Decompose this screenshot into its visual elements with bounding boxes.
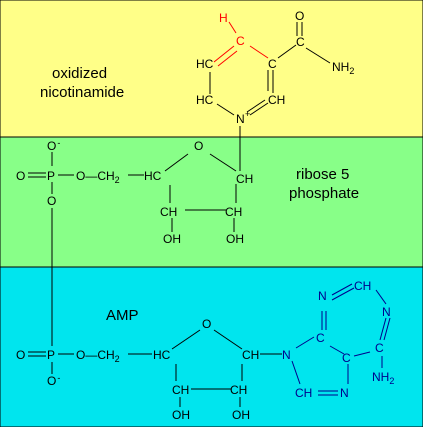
adenine-n9: N (282, 348, 291, 362)
p2-ester-ch2: O—CH2 (76, 348, 120, 364)
ribose2-c4: HC (153, 348, 171, 362)
atom-c-ring-right: C (268, 57, 277, 71)
p1-phosphorus: P (47, 169, 55, 183)
nicotinamide-band (0, 0, 423, 138)
nicotinamide-label-line2: nicotinamide (40, 84, 124, 101)
nicotinamide-ring: H C C HC HC CH N + O C NH2 (196, 9, 354, 126)
ribose1-c4: HC (144, 169, 162, 183)
ribose1-oh-3: OH (163, 232, 181, 246)
ribose-2: O HC CH CH CH OH OH (153, 317, 282, 422)
adenine-c-center: C (342, 351, 351, 365)
ribose2-oh-3: OH (172, 408, 190, 422)
adenine-ch-bottom: CH (295, 386, 312, 400)
ribose1-oh-2: OH (226, 232, 244, 246)
p1-bridge-o: O (47, 194, 56, 208)
p2-phosphorus: P (47, 348, 55, 362)
adenine-n-top: N (318, 289, 327, 303)
phosphate-2: O P O—CH2 O- (16, 348, 152, 388)
atom-c-red: C (236, 34, 245, 48)
adenine-ch-top: CH (354, 279, 371, 293)
ribose2-c1: CH (242, 348, 259, 362)
atom-nh2-amide: NH2 (332, 60, 354, 76)
p1-o-minus: O- (47, 138, 60, 153)
atom-hc-ring-top-left: HC (196, 57, 214, 71)
adenine-c-left: C (316, 331, 325, 345)
ribose2-c3: CH (172, 383, 189, 397)
atom-o-carbonyl: O (295, 9, 304, 23)
p2-o-double: O (16, 348, 25, 362)
amp-label: AMP (106, 307, 139, 324)
ribose-label-line1: ribose 5 (296, 166, 349, 183)
adenine-n-right: N (382, 305, 391, 319)
adenine-nh2: NH2 (372, 370, 394, 386)
ribose1-c3: CH (160, 205, 177, 219)
atom-n-ring: N (236, 112, 245, 126)
adenine-n-bottom: N (340, 386, 349, 400)
ribose1-c1: CH (236, 172, 253, 186)
nicotinamide-label-line1: oxidized (52, 65, 107, 82)
p2-o-minus: O- (47, 373, 60, 388)
ribose1-ring-o: O (194, 139, 203, 153)
atom-h-red: H (219, 11, 228, 25)
ribose2-ring-o: O (202, 317, 211, 331)
atom-hc-ring-bottom-left: HC (196, 93, 214, 107)
adenine: N CH N C C C N CH N NH2 (282, 279, 394, 400)
atom-c-carbonyl: C (296, 35, 305, 49)
ribose1-c2: CH (225, 205, 242, 219)
phosphate-1: O- O P O—CH2 O (16, 138, 144, 208)
p1-o-double: O (16, 169, 25, 183)
ribose-1: O CH HC CH CH OH OH (144, 126, 253, 246)
ribose2-c2: CH (230, 383, 247, 397)
p1-ester-ch2: O—CH2 (76, 169, 120, 185)
ribose-label-line2: phosphate (289, 185, 359, 202)
ribose2-oh-2: OH (232, 408, 250, 422)
ribose-band (0, 136, 423, 268)
adenine-c-right: C (375, 341, 384, 355)
atom-ch-ring-bottom-right: CH (268, 93, 285, 107)
amp-band (0, 266, 423, 427)
charge-plus: + (245, 109, 250, 119)
